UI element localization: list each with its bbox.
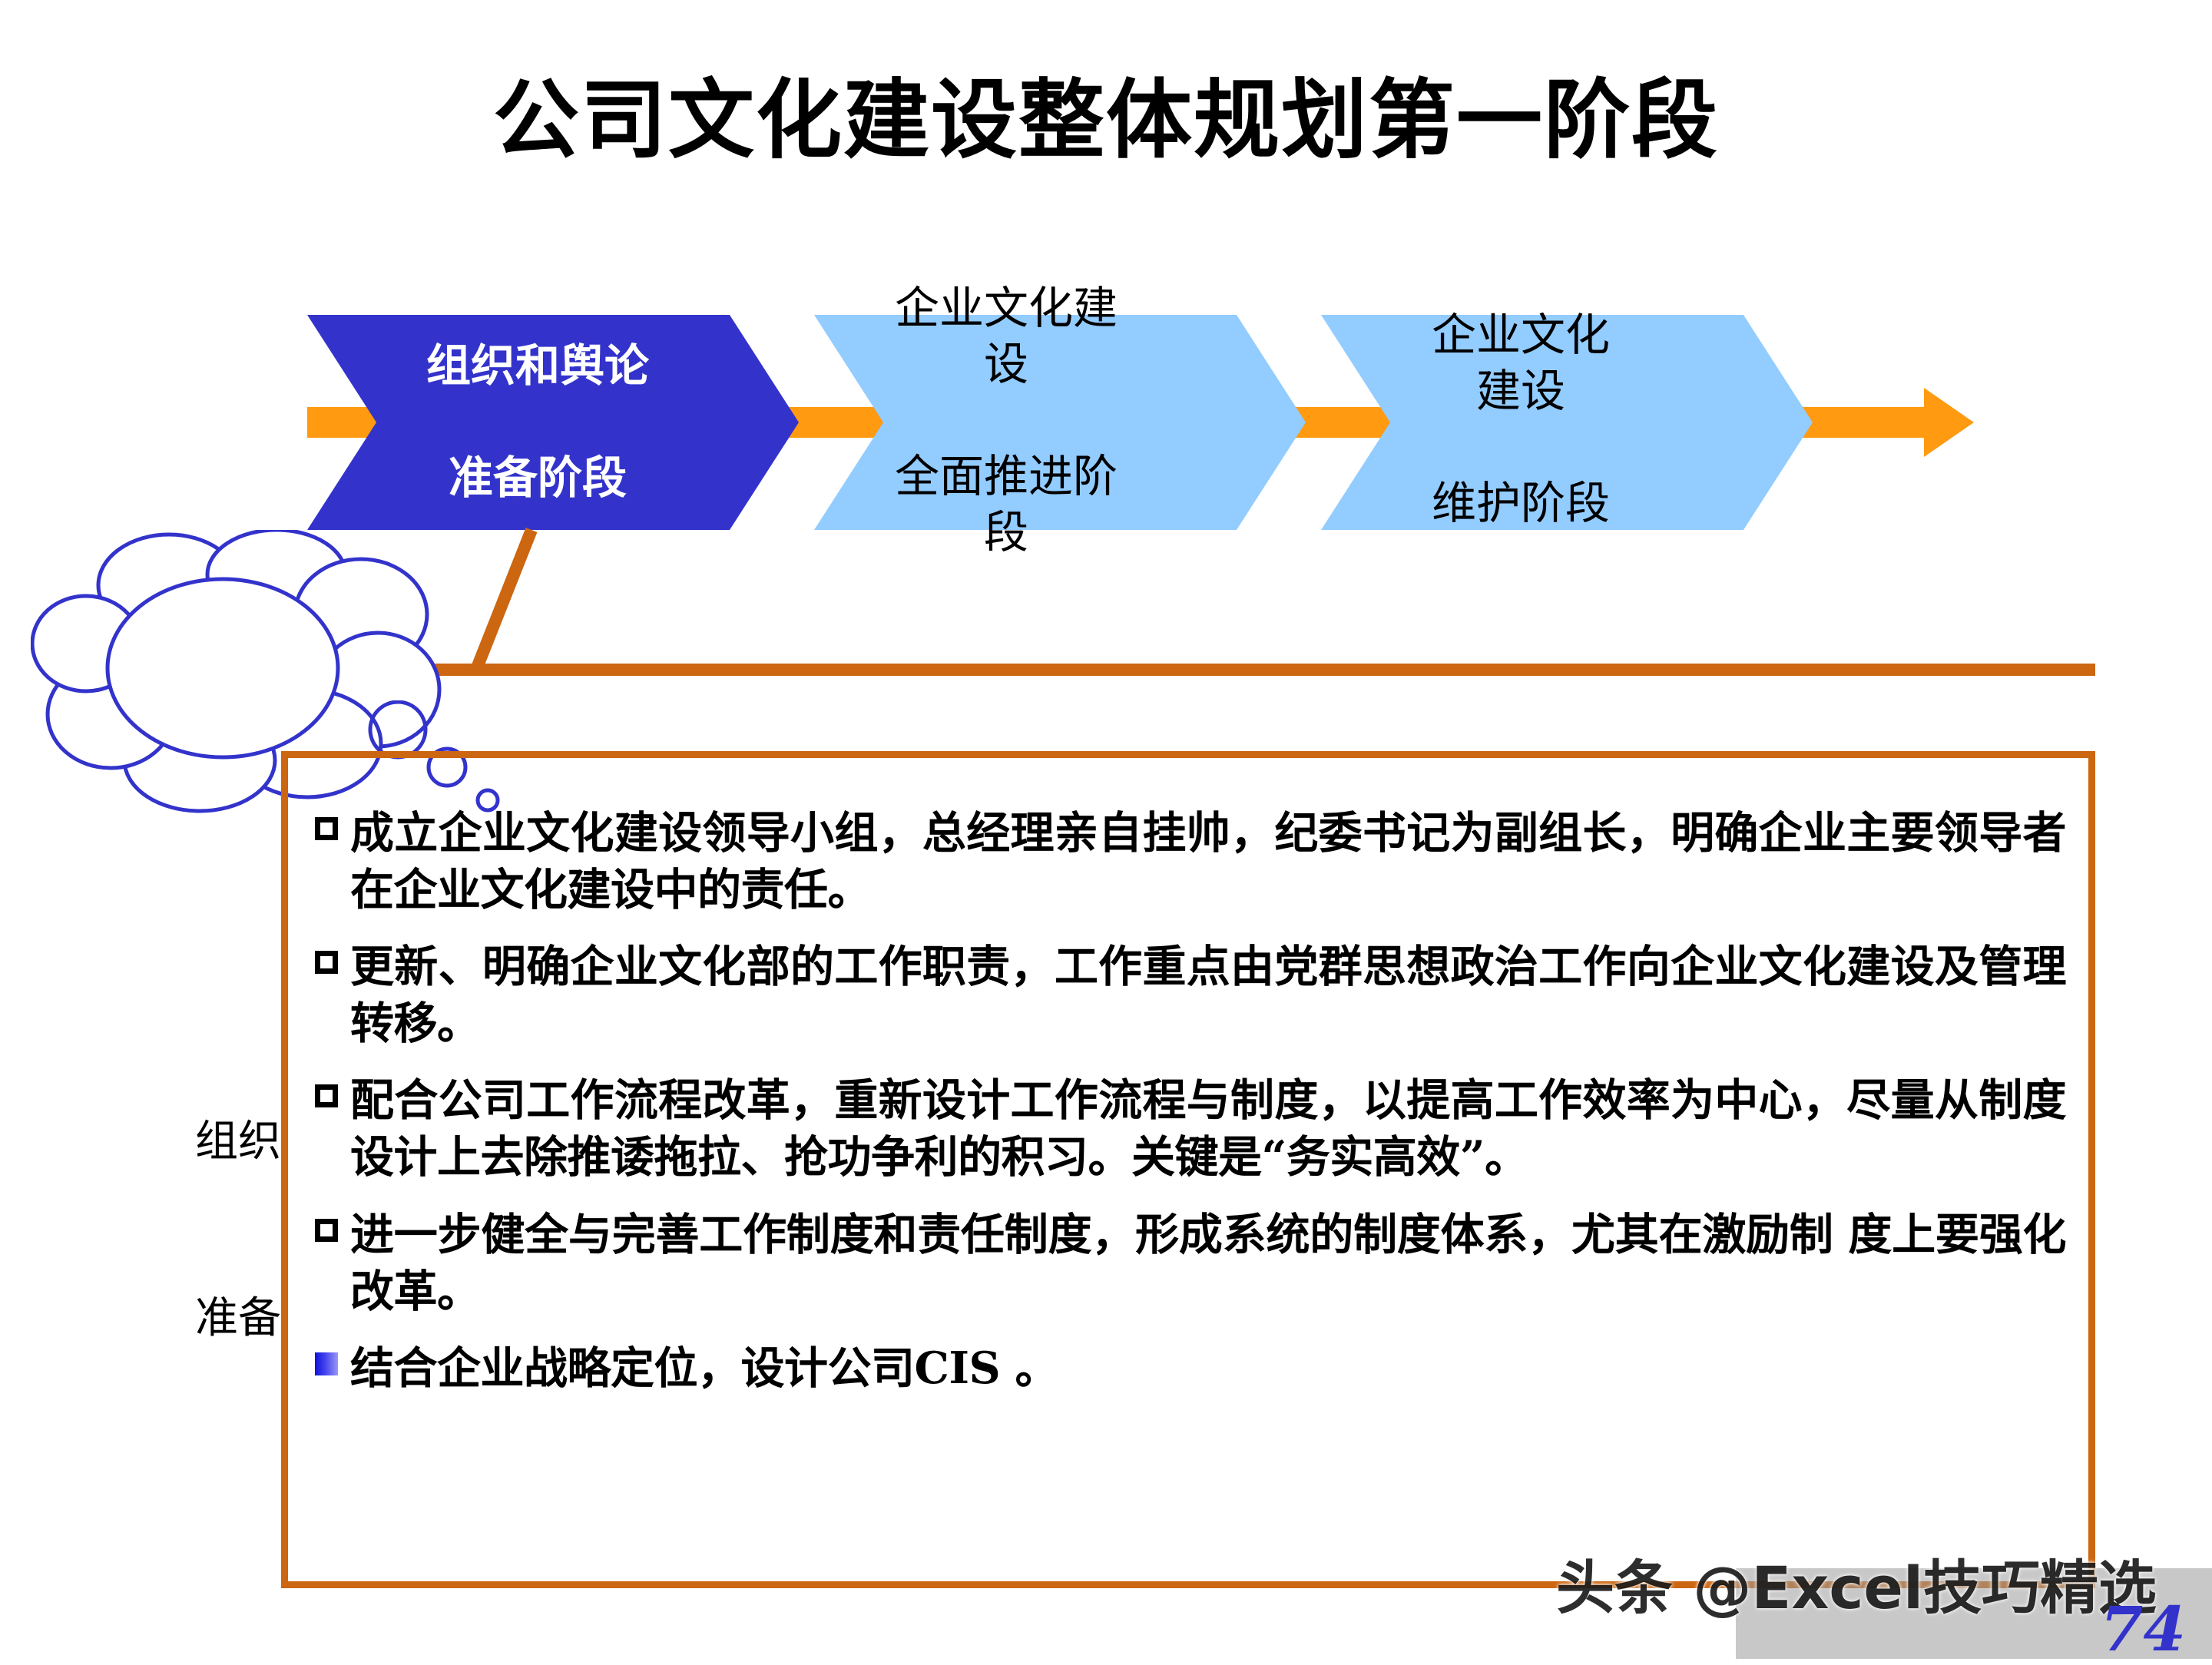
thought-bubble-1: [368, 700, 428, 760]
callout-connector-line: [470, 528, 538, 672]
bullet-item: 结合企业战略定位，设计公司CIS 。: [315, 1340, 2066, 1397]
bullet-text: 成立企业文化建设领导小组，总经理亲自挂帅，纪委书记为副组长，明确企业主要领导者在…: [350, 807, 2067, 916]
content-box: [281, 751, 2095, 1588]
thought-bubble-2: [426, 746, 468, 788]
arrow-segment-3: [1290, 407, 1398, 438]
arrow-head-icon: [1924, 388, 1974, 457]
thought-bubble-3: [475, 788, 500, 813]
cloud-callout-svg: [30, 528, 442, 813]
bullet-text: 进一步健全与完善工作制度和责任制度，形成系统的制度体系，尤其在激励制 度上要强化…: [350, 1208, 2067, 1317]
bullet-item: 更新、明确企业文化部的工作职责，工作重点由党群思想政治工作向企业文化建设及管理转…: [315, 938, 2067, 1052]
bullet-text: 配合公司工作流程改革，重新设计工作流程与制度，以提高工作效率为中心，尽量从制度设…: [350, 1074, 2067, 1183]
cloud-callout-label: 组织 准备: [195, 1117, 281, 1343]
arrow-segment-2: [783, 407, 891, 438]
bullet-item: 进一步健全与完善工作制度和责任制度，形成系统的制度体系，尤其在激励制 度上要强化…: [315, 1207, 2067, 1320]
hollow-square-bullet-icon: [315, 817, 338, 840]
hollow-square-bullet-icon: [315, 1084, 338, 1108]
bullet-text: 结合企业战略定位，设计公司CIS 。: [350, 1342, 1059, 1394]
watermark-text: 头条 @Excel技巧精选: [1555, 1554, 2157, 1622]
stage-chevron-2[interactable]: [1321, 315, 1813, 530]
stage-chevron-0[interactable]: [307, 315, 799, 530]
hollow-square-bullet-icon: [315, 1218, 338, 1242]
watermark-band: [1736, 1568, 2212, 1659]
cloud-callout: 组织 准备: [30, 528, 568, 1343]
page-number: 74: [2100, 1593, 2186, 1665]
cloud-lobe: [105, 577, 340, 760]
bullet-item: 配合公司工作流程改革，重新设计工作流程与制度，以提高工作效率为中心，尽量从制度设…: [315, 1072, 2067, 1186]
page-title: 公司文化建设整体规划第一阶段: [493, 71, 1719, 170]
blue-square-bullet-icon: [315, 1352, 338, 1375]
bullet-text: 更新、明确企业文化部的工作职责，工作重点由党群思想政治工作向企业文化建设及管理转…: [350, 941, 2067, 1050]
arrow-segment-4: [1790, 407, 1936, 438]
bullet-item: 成立企业文化建设领导小组，总经理亲自挂帅，纪委书记为副组长，明确企业主要领导者在…: [315, 805, 2067, 919]
hollow-square-bullet-icon: [315, 951, 338, 975]
stage-chevron-1[interactable]: [814, 315, 1306, 530]
process-flow-svg: [281, 315, 2095, 676]
bullet-list: 成立企业文化建设领导小组，总经理亲自挂帅，纪委书记为副组长，明确企业主要领导者在…: [315, 805, 2067, 1417]
